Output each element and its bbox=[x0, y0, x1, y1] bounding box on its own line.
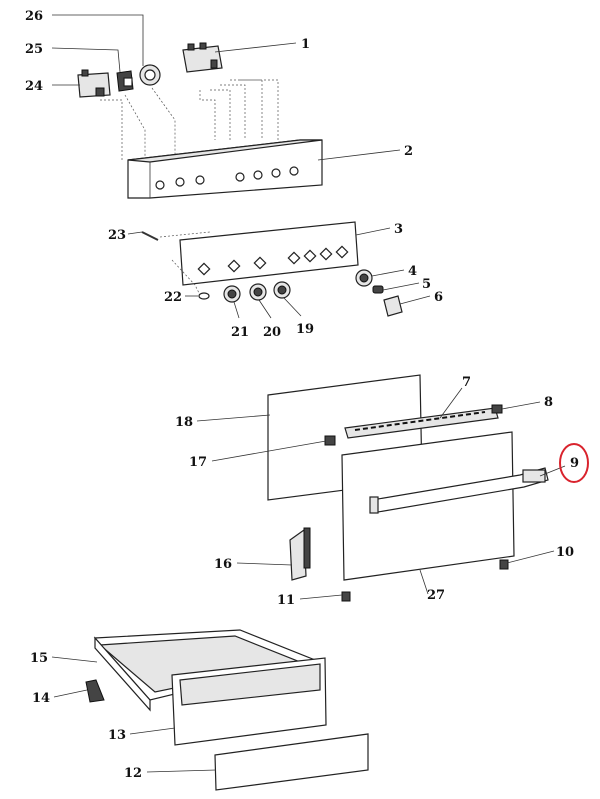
label-11[interactable]: 11 bbox=[277, 593, 295, 608]
part-21-knob[interactable] bbox=[223, 285, 241, 303]
label-12[interactable]: 12 bbox=[124, 766, 142, 781]
label-10[interactable]: 10 bbox=[556, 545, 574, 560]
label-27[interactable]: 27 bbox=[427, 588, 445, 603]
part-10-clip[interactable] bbox=[499, 559, 509, 570]
part-13-drawer-front-inner[interactable] bbox=[171, 657, 327, 746]
label-14[interactable]: 14 bbox=[32, 691, 50, 706]
part-14-bracket[interactable] bbox=[85, 679, 105, 703]
label-18[interactable]: 18 bbox=[175, 415, 193, 430]
part-labels: 26 25 24 1 2 3 23 4 5 6 22 21 20 19 18 7… bbox=[25, 9, 579, 781]
part-5-spring[interactable] bbox=[372, 285, 384, 294]
label-6[interactable]: 6 bbox=[434, 290, 443, 305]
label-1[interactable]: 1 bbox=[301, 37, 310, 52]
part-4-knob[interactable] bbox=[355, 269, 373, 287]
label-23[interactable]: 23 bbox=[108, 228, 126, 243]
label-3[interactable]: 3 bbox=[394, 222, 403, 237]
label-8[interactable]: 8 bbox=[544, 395, 553, 410]
label-25[interactable]: 25 bbox=[25, 42, 43, 57]
label-26[interactable]: 26 bbox=[25, 9, 43, 24]
label-21[interactable]: 21 bbox=[231, 325, 249, 340]
label-9[interactable]: 9 bbox=[570, 456, 579, 471]
part-24-thermostat[interactable] bbox=[77, 69, 111, 98]
part-1-switch-block[interactable] bbox=[182, 42, 223, 73]
label-16[interactable]: 16 bbox=[214, 557, 232, 572]
part-12-drawer-panel[interactable] bbox=[214, 733, 369, 791]
label-20[interactable]: 20 bbox=[263, 325, 281, 340]
highlight-circle bbox=[559, 443, 589, 483]
label-7[interactable]: 7 bbox=[462, 375, 471, 390]
part-6-knob-cap[interactable] bbox=[383, 295, 403, 317]
part-19-knob[interactable] bbox=[273, 281, 291, 299]
part-26-light[interactable] bbox=[139, 64, 161, 86]
label-22[interactable]: 22 bbox=[164, 290, 182, 305]
part-20-knob[interactable] bbox=[249, 283, 267, 301]
part-2-control-panel[interactable] bbox=[127, 139, 323, 199]
part-25-switch[interactable] bbox=[116, 70, 134, 92]
part-27-outer-door[interactable] bbox=[341, 431, 549, 581]
part-3-front-panel[interactable] bbox=[179, 221, 359, 286]
part-17-clip[interactable] bbox=[324, 435, 336, 446]
part-8-clip[interactable] bbox=[491, 404, 503, 414]
part-15-drawer-tray[interactable] bbox=[93, 629, 317, 712]
label-4[interactable]: 4 bbox=[408, 264, 417, 279]
part-22-lamp[interactable] bbox=[198, 292, 210, 300]
label-5[interactable]: 5 bbox=[422, 277, 431, 292]
label-17[interactable]: 17 bbox=[189, 455, 207, 470]
label-13[interactable]: 13 bbox=[108, 728, 126, 743]
part-16-hinge[interactable] bbox=[289, 527, 311, 581]
part-23-screw[interactable] bbox=[141, 231, 159, 241]
label-15[interactable]: 15 bbox=[30, 651, 48, 666]
label-24[interactable]: 24 bbox=[25, 79, 43, 94]
part-7-door-top-trim[interactable] bbox=[344, 407, 499, 439]
label-19[interactable]: 19 bbox=[296, 322, 314, 337]
label-2[interactable]: 2 bbox=[404, 144, 413, 159]
part-11-clip[interactable] bbox=[341, 591, 351, 602]
leader-lines bbox=[51, 14, 566, 773]
